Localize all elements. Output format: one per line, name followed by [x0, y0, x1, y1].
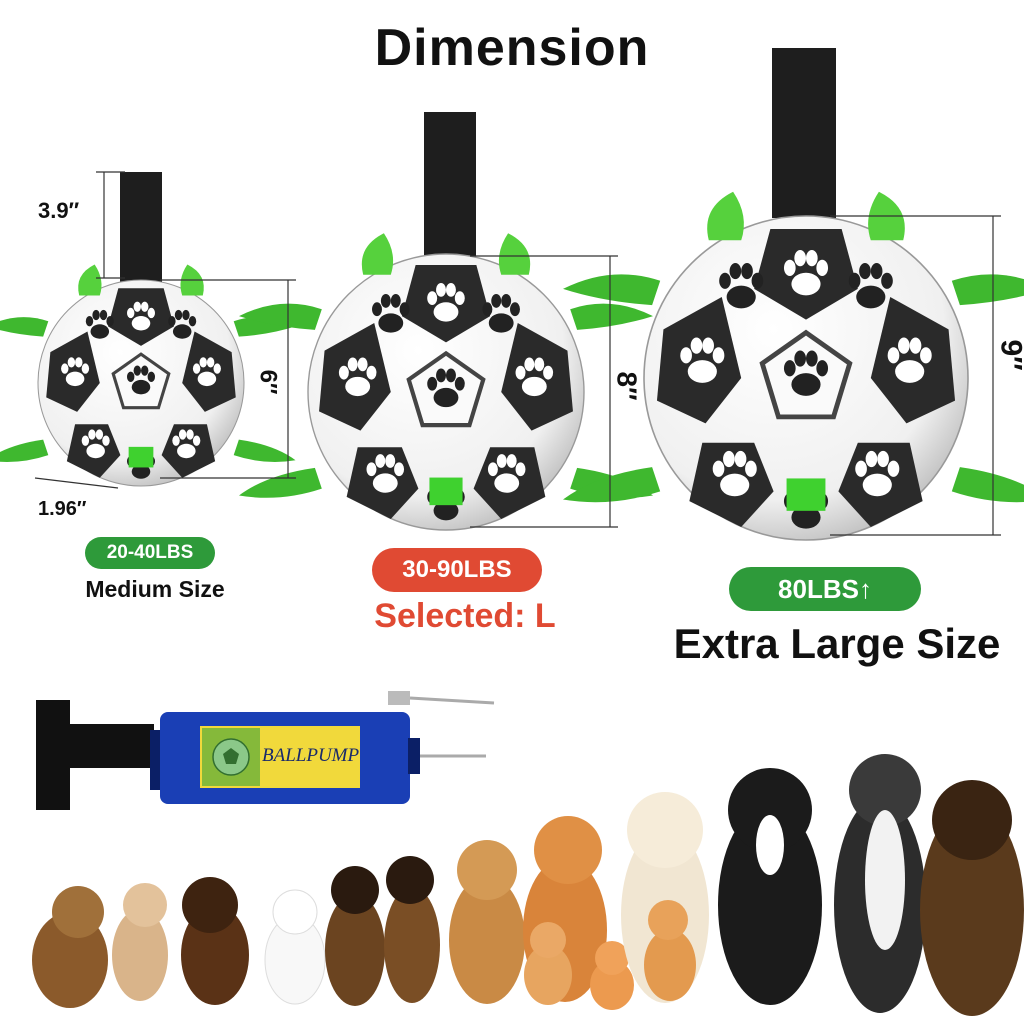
dog-icon [834, 754, 926, 1013]
medium-ball [0, 172, 296, 486]
dimension-lines [34, 171, 1001, 536]
dogs-and-cats-row [32, 754, 1024, 1016]
dog-icon [112, 883, 168, 1001]
xl-height-label: 9″ [994, 339, 1024, 371]
dog-icon [384, 856, 440, 1003]
xl-size-label: Extra Large Size [673, 620, 1001, 667]
dog-icon [718, 768, 822, 1005]
cat-icon [524, 922, 572, 1005]
page-title: Dimension [374, 19, 650, 77]
strap-width-label: 1.96″ [38, 498, 87, 520]
cat-icon [644, 900, 696, 1001]
pump-label: BALLPUMP [262, 745, 360, 766]
xl-ball [563, 48, 1024, 540]
dog-icon [920, 780, 1024, 1016]
cat-icon [590, 941, 634, 1010]
medium-weight-badge: 20-40LBS [85, 537, 215, 569]
strap-length-label: 3.9″ [38, 198, 80, 223]
large-ball [239, 112, 653, 530]
ball-pump-icon [36, 691, 495, 810]
dog-icon [32, 886, 108, 1008]
dog-icon [181, 877, 249, 1005]
dog-icon [449, 840, 525, 1004]
large-height-label: 8″ [611, 371, 643, 401]
medium-height-label: 6″ [254, 369, 282, 395]
selected-size-label[interactable]: Selected: L [374, 597, 556, 635]
dog-icon [264, 889, 326, 1005]
medium-size-label: Medium Size [85, 576, 225, 602]
xl-weight-badge: 80LBS↑ [729, 567, 921, 611]
dog-icon [325, 866, 385, 1006]
large-weight-badge: 30-90LBS [372, 548, 542, 592]
